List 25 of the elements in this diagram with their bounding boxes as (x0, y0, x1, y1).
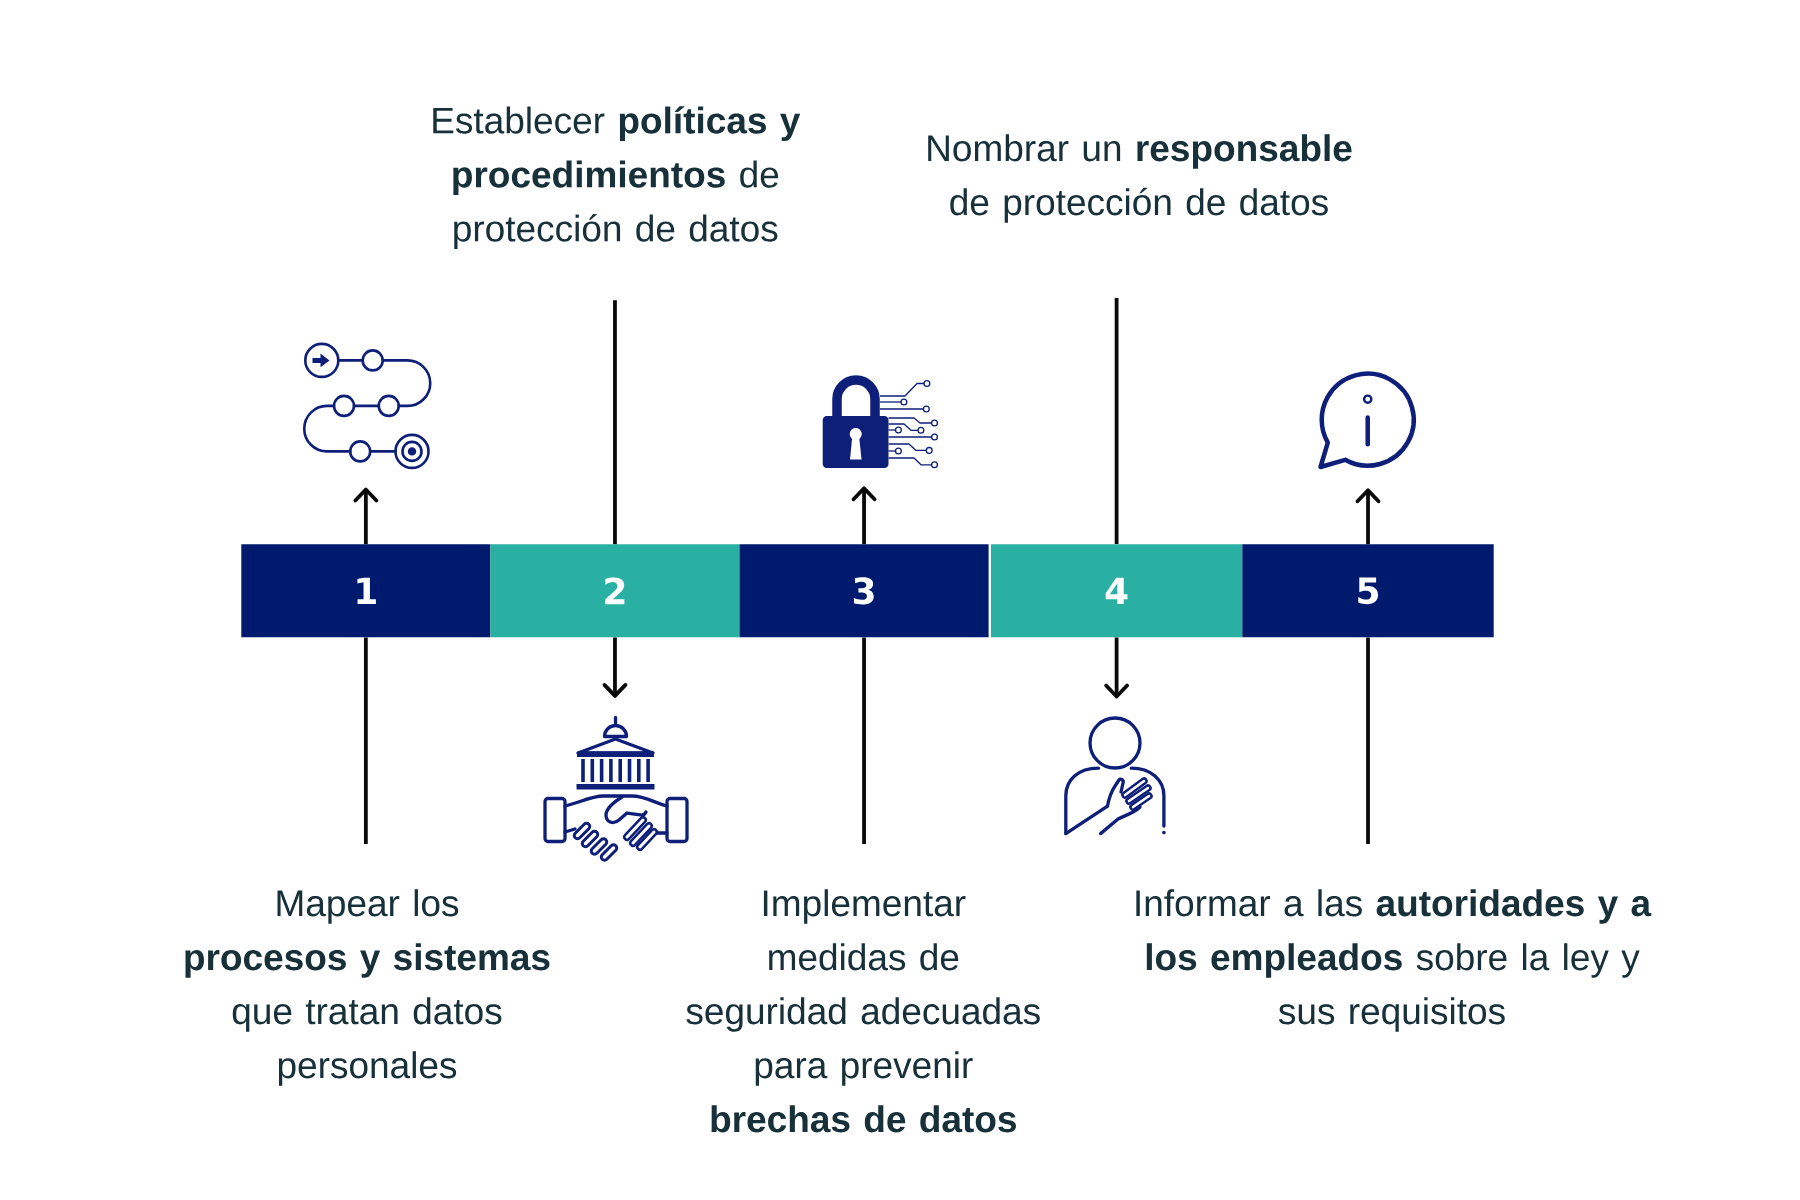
arrow (1104, 637, 1129, 699)
arrow (851, 486, 877, 545)
step-text: Informar a las autoridades y a los empleados sobre la ley y sus requisitos (1136, 889, 1652, 1032)
step-text: Mapear los procesos y sistemas que tratan datos personales (185, 889, 550, 1086)
step-text: Nombrar un responsable de protección de datos (928, 134, 1352, 223)
person-icon (1064, 716, 1166, 836)
arrow (353, 487, 379, 545)
step-box: 4 (990, 544, 1243, 638)
step-text: Establecer políticas y procedimientos de protección de datos (433, 106, 801, 249)
step-text: Implementar medidas de seguridad adecuadas para prevenir brechas de datos (686, 889, 1040, 1133)
connector-line (862, 637, 866, 844)
connector-line (613, 300, 617, 545)
connector-line (1114, 297, 1119, 545)
padlock-icon (822, 375, 939, 469)
arrow (602, 637, 628, 698)
connector-line (363, 637, 368, 844)
connector-line (1366, 637, 1370, 844)
step-box: 1 (241, 544, 491, 638)
info-icon (1318, 371, 1416, 470)
step-box: 3 (739, 544, 989, 638)
step-box: 5 (1242, 544, 1494, 638)
step-box: 2 (490, 544, 740, 638)
roadmap-icon (302, 342, 432, 470)
arrow (1355, 488, 1381, 545)
handshake-icon (543, 715, 689, 862)
